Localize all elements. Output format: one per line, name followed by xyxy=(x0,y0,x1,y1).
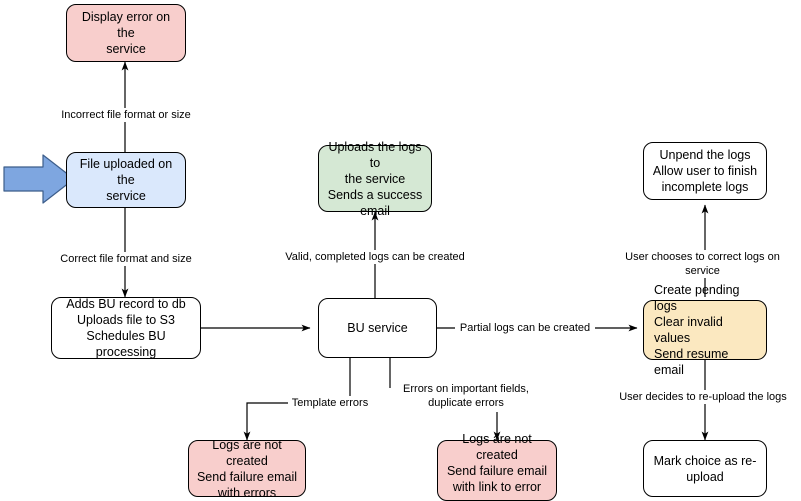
edge-label-correct-format: Correct file format and size xyxy=(53,252,199,266)
node-file-uploaded[interactable]: File uploaded on the service xyxy=(66,152,186,208)
node-logs-not-created-errors[interactable]: Logs are not created Send failure email … xyxy=(437,432,557,501)
node-display-error[interactable]: Display error on the service xyxy=(66,4,186,62)
edge-label-important-errors: Errors on important fields, duplicate er… xyxy=(394,382,538,410)
node-unpend-logs[interactable]: Unpend the logs Allow user to finish inc… xyxy=(643,142,767,200)
edge-label-user-corrects: User chooses to correct logs on service xyxy=(604,250,801,278)
node-bu-service[interactable]: BU service xyxy=(318,298,437,358)
edge-label-template-errors: Template errors xyxy=(288,396,372,410)
node-uploads-logs[interactable]: Uploads the logs to the service Sends a … xyxy=(318,140,432,218)
edge-label-valid-logs: Valid, completed logs can be created xyxy=(279,250,471,264)
node-adds-bu-record[interactable]: Adds BU record to db Uploads file to S3 … xyxy=(51,297,201,359)
node-logs-not-created-template[interactable]: Logs are not created Send failure email … xyxy=(188,438,306,500)
input-arrow-icon xyxy=(3,154,75,204)
node-mark-choice[interactable]: Mark choice as re- upload xyxy=(643,440,767,497)
node-create-pending-logs[interactable]: Create pending logs Clear invalid values… xyxy=(643,283,767,377)
edge-label-incorrect-format: Incorrect file format or size xyxy=(52,108,200,122)
edge-label-partial-logs: Partial logs can be created xyxy=(455,321,595,335)
edge-label-user-reuploads: User decides to re-upload the logs xyxy=(612,390,794,404)
